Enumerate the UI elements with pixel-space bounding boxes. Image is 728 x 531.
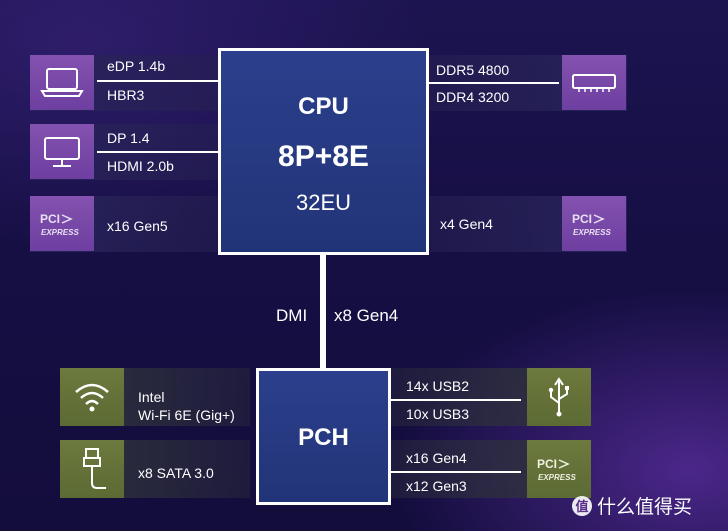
wifi-tile [60,368,124,426]
ddr5-label: DDR5 4800 [436,62,510,78]
svg-text:EXPRESS: EXPRESS [538,473,576,482]
pcie-x16-gen5-label: x16 Gen5 [107,218,168,234]
cpu-graphics-eu: 32EU [295,190,352,215]
dp-line [97,151,218,153]
svg-text:EXPRESS: EXPRESS [41,228,79,237]
pch-pcie-line [391,471,521,473]
hbr3-label: HBR3 [107,87,145,103]
dmi-link-line [320,255,326,368]
watermark: 值 什么值得买 [572,492,692,519]
sata-tile [60,440,124,498]
usb-icon [548,377,569,417]
dmi-width-label: x8 Gen4 [334,306,399,325]
svg-text:PCI: PCI [40,212,60,226]
pch-title: PCH [298,424,349,451]
cpu-title: CPU [298,93,349,120]
cpu-block: CPU 8P+8E 32EU [218,48,429,255]
monitor-tile [30,124,94,179]
edp-line [97,80,218,82]
hdmi-label: HDMI 2.0b [107,158,174,174]
memory-module-icon [572,73,616,92]
svg-text:PCI: PCI [537,457,557,471]
pcie-tile-left: PCI EXPRESS [30,196,94,251]
svg-text:EXPRESS: EXPRESS [573,228,611,237]
svg-text:PCI: PCI [572,212,592,226]
monitor-icon [44,136,80,167]
pci-express-logo: PCI EXPRESS [40,212,79,237]
wifi-icon [75,383,109,412]
pcie-x4-gen4-label: x4 Gen4 [440,216,493,232]
pch-pcie-gen3-label: x12 Gen3 [406,478,467,494]
sata-label: x8 SATA 3.0 [138,465,214,481]
pch-pcie-tile: PCI EXPRESS [527,440,591,498]
usb3-label: 10x USB3 [406,406,470,422]
pch-block: PCH [256,368,391,505]
wifi-vendor-label: Intel [138,389,165,405]
wifi-standard-label: Wi-Fi 6E (Gig+) [138,407,235,423]
usb-line [391,399,521,401]
ddr5-line [429,82,559,84]
sata-cable-icon [83,448,106,489]
pci-express-logo: PCI EXPRESS [572,212,611,237]
pcie-tile-right: PCI EXPRESS [562,196,626,251]
pci-express-logo: PCI EXPRESS [537,457,576,482]
ddr4-label: DDR4 3200 [436,89,510,105]
dp-label: DP 1.4 [107,130,150,146]
usb-tile [527,368,591,426]
dmi-label: DMI [276,306,308,325]
smzdm-logo: 值 [572,495,592,516]
edp-label: eDP 1.4b [107,58,166,74]
laptop-icon [40,67,84,97]
pch-pcie-gen4-label: x16 Gen4 [406,450,467,466]
laptop-tile [30,55,94,110]
cpu-core-count: 8P+8E [278,140,369,173]
usb2-label: 14x USB2 [406,378,470,394]
watermark-text: 什么值得买 [597,496,693,518]
memory-tile [562,55,626,110]
